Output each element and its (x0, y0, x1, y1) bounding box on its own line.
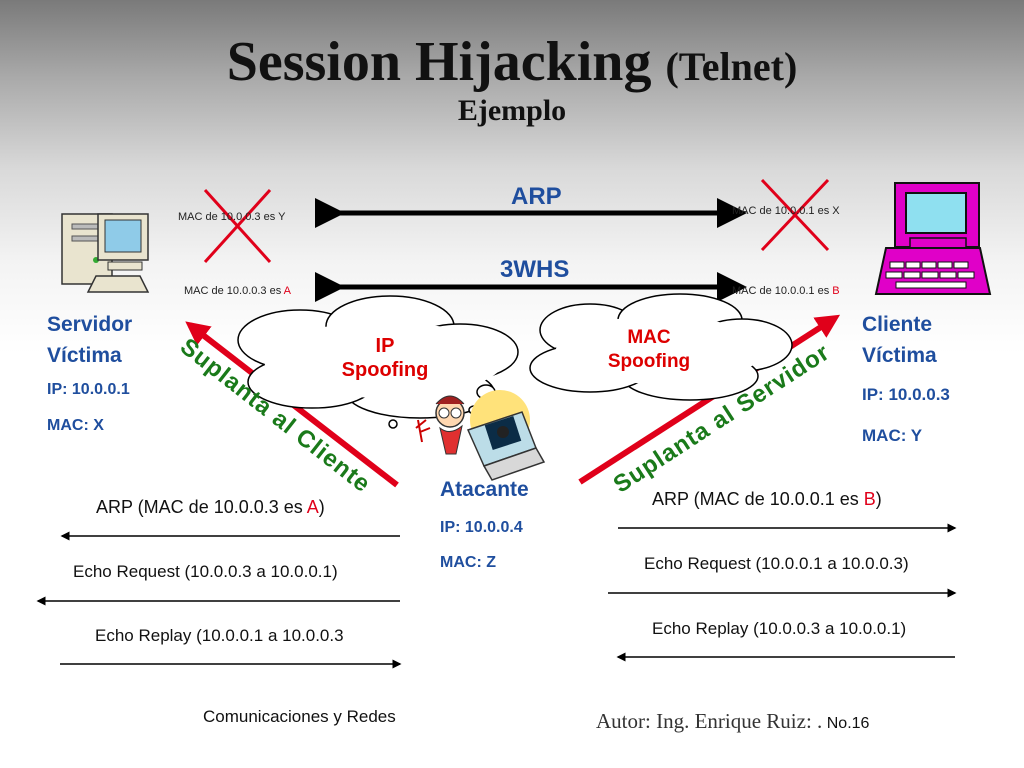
server-computer-icon (61, 213, 150, 293)
mac-spoofing-line2: Spoofing (607, 351, 691, 372)
right-arp-message: ARP (MAC de 10.0.0.1 es B) (652, 489, 882, 510)
right-poisoned-prefix: MAC de 10.0.0.1 es (732, 285, 833, 297)
right-crossed-note: MAC de 10.0.0.1 es X (732, 205, 840, 217)
client-ip: IP: 10.0.0.3 (862, 385, 950, 404)
attacker-ip: IP: 10.0.0.4 (440, 519, 523, 536)
server-mac: MAC: X (47, 417, 104, 434)
right-poisoned-mac: B (832, 285, 840, 297)
footer-author: Autor: Ing. Enrique Ruiz: . No.16 (596, 709, 869, 734)
server-name-line2: Víctima (47, 344, 122, 367)
client-name-line2: Víctima (862, 344, 937, 367)
left-arp-suffix: ) (318, 497, 325, 517)
client-mac: MAC: Y (862, 426, 923, 445)
right-arp-mac: B (863, 489, 876, 509)
title-suffix: (Telnet) (665, 44, 798, 89)
left-arp-mac: A (306, 497, 319, 517)
right-echo-request: Echo Request (10.0.0.1 a 10.0.0.3) (644, 554, 909, 573)
attacker-mac: MAC: Z (440, 554, 496, 571)
footer-author-text: Autor: Ing. Enrique Ruiz: . (596, 709, 823, 733)
mac-spoofing-cloud (529, 293, 793, 401)
mac-spoofing-line1: MAC (627, 327, 671, 348)
server-name-line1: Servidor (47, 313, 133, 336)
left-arp-prefix: ARP (MAC de 10.0.0.3 es (96, 497, 307, 517)
left-echo-replay: Echo Replay (10.0.0.1 a 10.0.0.3 (95, 626, 344, 645)
slide-subtitle: Ejemplo (457, 94, 567, 127)
thought-dot (388, 419, 398, 429)
left-echo-request: Echo Request (10.0.0.3 a 10.0.0.1) (73, 562, 338, 581)
slide-title: Session Hijacking (Telnet) (0, 30, 1024, 94)
arp-label: ARP (511, 183, 562, 210)
ip-spoofing-cloud (237, 295, 519, 419)
left-crossed-note: MAC de 10.0.0.3 es Y (178, 211, 286, 223)
left-cross-mark (203, 188, 272, 264)
left-arp-message: ARP (MAC de 10.0.0.3 es A) (96, 497, 325, 518)
client-computer-icon (874, 182, 992, 295)
client-name: Cliente Víctima (862, 309, 937, 371)
right-arp-suffix: ) (875, 489, 882, 509)
left-poisoned-prefix: MAC de 10.0.0.3 es (184, 285, 284, 297)
right-cross-mark (760, 178, 830, 252)
left-poisoned-note: MAC de 10.0.0.3 es A (184, 285, 291, 297)
right-poisoned-note: MAC de 10.0.0.1 es B (732, 285, 840, 297)
attacker-devil-icon (415, 390, 546, 481)
right-arp-prefix: ARP (MAC de 10.0.0.1 es (652, 489, 864, 509)
left-poisoned-mac: A (283, 285, 292, 297)
footer-course: Comunicaciones y Redes (203, 707, 396, 726)
footer-slide-number: No.16 (826, 715, 870, 732)
whs-label: 3WHS (500, 256, 570, 283)
attacker-name: Atacante (440, 478, 529, 501)
client-name-line1: Cliente (862, 313, 933, 336)
title-main: Session Hijacking (226, 31, 652, 93)
right-echo-replay: Echo Replay (10.0.0.3 a 10.0.0.1) (652, 619, 907, 638)
ip-spoofing-label: IP Spoofing (330, 334, 440, 382)
server-ip: IP: 10.0.0.1 (47, 381, 130, 398)
ip-spoofing-line1: IP (375, 335, 395, 357)
mac-spoofing-label: MAC Spoofing (594, 326, 704, 374)
server-name: Servidor Víctima (47, 309, 132, 371)
ip-spoofing-line2: Spoofing (341, 359, 429, 381)
